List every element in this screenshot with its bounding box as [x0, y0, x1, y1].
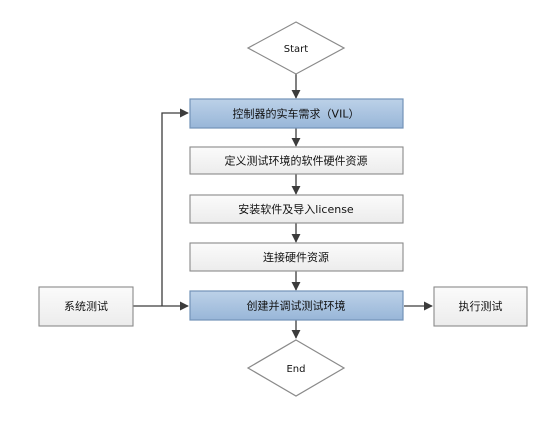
end-label: End: [286, 364, 305, 375]
connector-loop-to-requirement: [161, 108, 189, 306]
end-node: End: [246, 339, 346, 397]
execute-test-label: 执行测试: [459, 299, 503, 313]
connect-hardware-label: 连接硬件资源: [263, 250, 329, 264]
controller-requirement-node: 控制器的实车需求（VIL）: [189, 98, 404, 129]
create-environment-box: [189, 290, 404, 321]
execute-test-node: 执行测试: [433, 286, 528, 327]
install-software-node: 安装软件及导入license: [189, 194, 404, 224]
create-environment-label: 创建并调试测试环境: [247, 299, 346, 313]
connect-hardware-box: [189, 242, 404, 272]
install-software-label: 安装软件及导入license: [238, 202, 354, 216]
controller-requirement-box: [189, 98, 404, 129]
controller-requirement-label: 控制器的实车需求（VIL）: [233, 107, 360, 121]
connectors: [133, 74, 433, 339]
start-node: Start: [246, 21, 346, 75]
system-test-label: 系统测试: [64, 300, 108, 313]
system-test-node: 系统测试: [38, 286, 134, 327]
system-test-box: [38, 286, 134, 327]
create-environment-node: 创建并调试测试环境: [189, 290, 404, 321]
end-diamond: [246, 339, 346, 397]
start-diamond: [246, 21, 346, 75]
define-environment-label: 定义测试环境的软件硬件资源: [225, 154, 368, 168]
define-environment-box: [189, 146, 404, 175]
install-software-box: [189, 194, 404, 224]
execute-test-box: [433, 286, 528, 327]
define-environment-node: 定义测试环境的软件硬件资源: [189, 146, 404, 175]
connect-hardware-node: 连接硬件资源: [189, 242, 404, 272]
start-label: Start: [284, 44, 309, 55]
